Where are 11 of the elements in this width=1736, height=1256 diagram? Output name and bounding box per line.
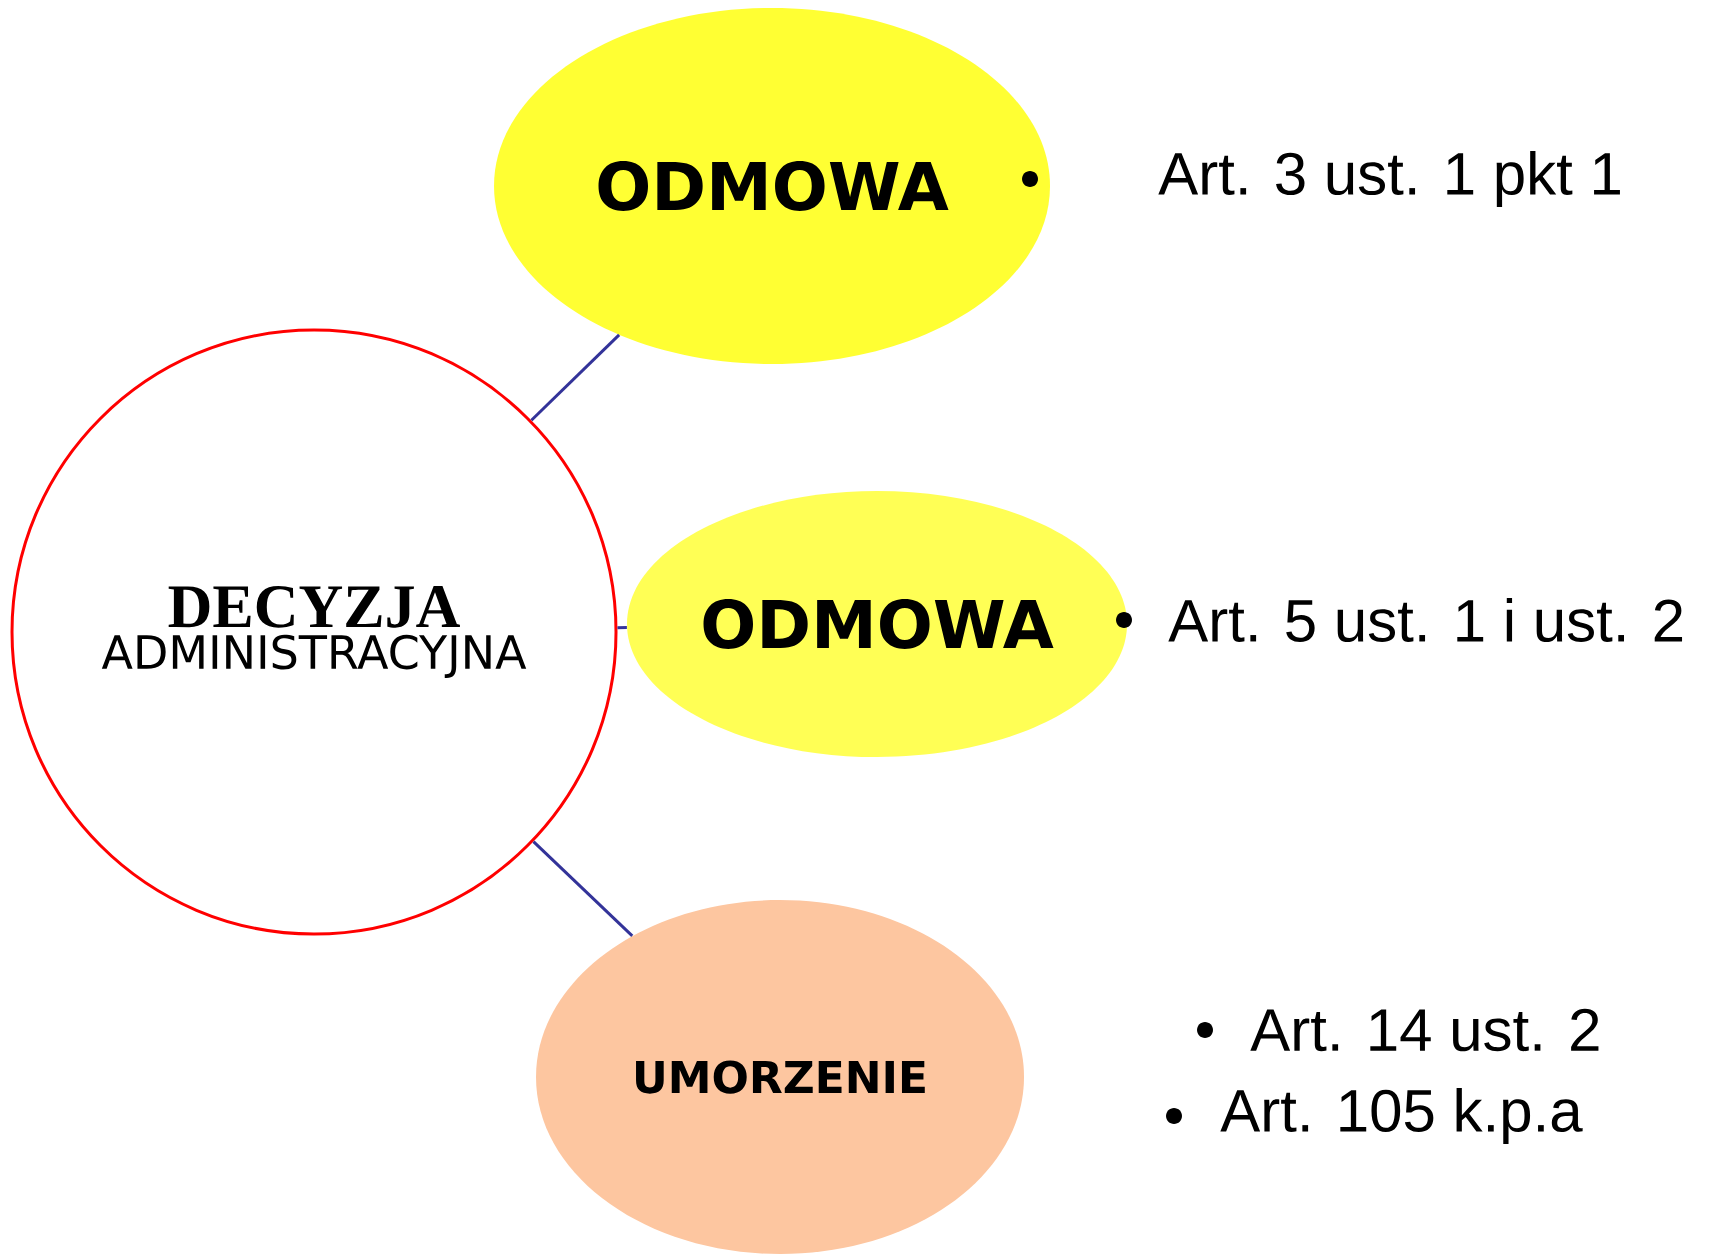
- connector-line: [617, 626, 627, 630]
- connector-line: [532, 840, 634, 937]
- article-reference: Art. 105 k.p.a: [1220, 1088, 1583, 1144]
- connector-line: [530, 333, 621, 422]
- ellipse-node: UMORZENIE: [536, 900, 1024, 1254]
- article-reference: Art. 5 ust. 1 i ust. 2: [1168, 598, 1683, 643]
- circle-node: DECYZJA ADMINISTRACYJNA: [10, 328, 618, 936]
- ellipse-node: ODMOWA: [627, 491, 1128, 757]
- article-reference: Art. 14 ust. 2: [1250, 1008, 1599, 1052]
- ellipse-node: ODMOWA: [494, 8, 1050, 364]
- article-reference: Art. 3 ust. 1 pkt 1: [1158, 151, 1620, 207]
